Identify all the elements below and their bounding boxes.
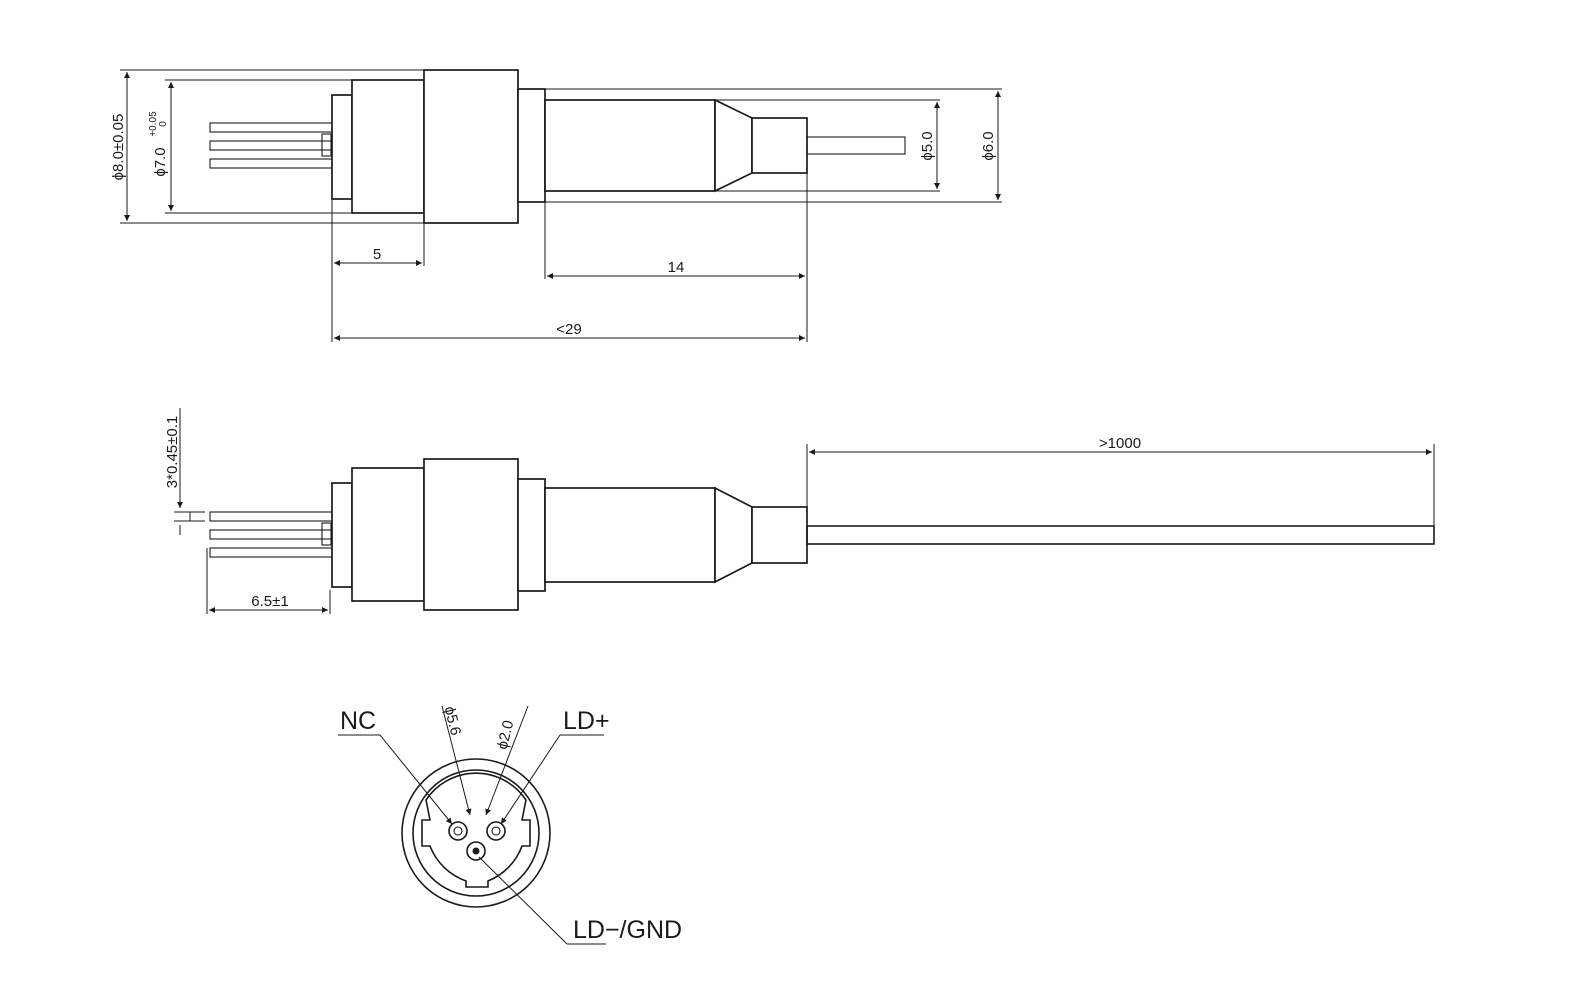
side-view-pins bbox=[209, 511, 333, 558]
dim-diameter-2-0: ϕ2.0 bbox=[494, 719, 518, 752]
dim-cable-length: >1000 bbox=[1099, 435, 1141, 452]
label-ld-minus-gnd: LD−/GND bbox=[573, 916, 682, 944]
side-view-housing bbox=[331, 458, 1435, 611]
top-view: ϕ8.0±0.05 ϕ7.0 +0.05 0 ϕ5.0 ϕ6.0 5 14 <2… bbox=[110, 69, 1002, 342]
dim-pin-size: 3*0.45±0.1 bbox=[164, 416, 181, 488]
top-view-dimension-lines bbox=[124, 72, 1001, 341]
pin-nc bbox=[448, 821, 468, 841]
top-view-extension-lines bbox=[120, 69, 1002, 342]
dim-length-5: 5 bbox=[373, 246, 381, 263]
dim-diameter-7-tol-lower: 0 bbox=[158, 121, 169, 127]
dim-diameter-5: ϕ5.0 bbox=[919, 131, 936, 160]
outer-ring bbox=[401, 758, 551, 908]
top-view-pins bbox=[209, 122, 333, 169]
dim-diameter-5-6: ϕ5.6 bbox=[441, 705, 465, 738]
pin-ld-plus bbox=[486, 821, 506, 841]
dim-diameter-7-tol-upper: +0.05 bbox=[148, 111, 159, 137]
end-view-leader-lines bbox=[338, 705, 606, 945]
label-nc: NC bbox=[340, 707, 376, 735]
dim-diameter-6: ϕ6.0 bbox=[980, 131, 997, 160]
pin-ld-minus bbox=[466, 841, 486, 861]
label-ld-plus: LD+ bbox=[563, 707, 610, 735]
dim-diameter-8: ϕ8.0±0.05 bbox=[110, 114, 127, 181]
header-flange bbox=[421, 772, 531, 888]
side-view: 3*0.45±0.1 6.5±1 >1000 bbox=[164, 408, 1435, 614]
cable bbox=[806, 525, 1435, 545]
inner-ring bbox=[412, 769, 540, 897]
dim-diameter-7: ϕ7.0 bbox=[152, 147, 169, 176]
dim-length-14: 14 bbox=[668, 259, 685, 276]
top-view-housing bbox=[331, 69, 906, 224]
dim-pin-length: 6.5±1 bbox=[251, 593, 288, 610]
end-view: NC LD+ LD−/GND ϕ5.6 ϕ2.0 bbox=[338, 705, 682, 945]
side-view-dimension-lines bbox=[174, 408, 1435, 614]
dim-length-29: <29 bbox=[556, 321, 581, 338]
